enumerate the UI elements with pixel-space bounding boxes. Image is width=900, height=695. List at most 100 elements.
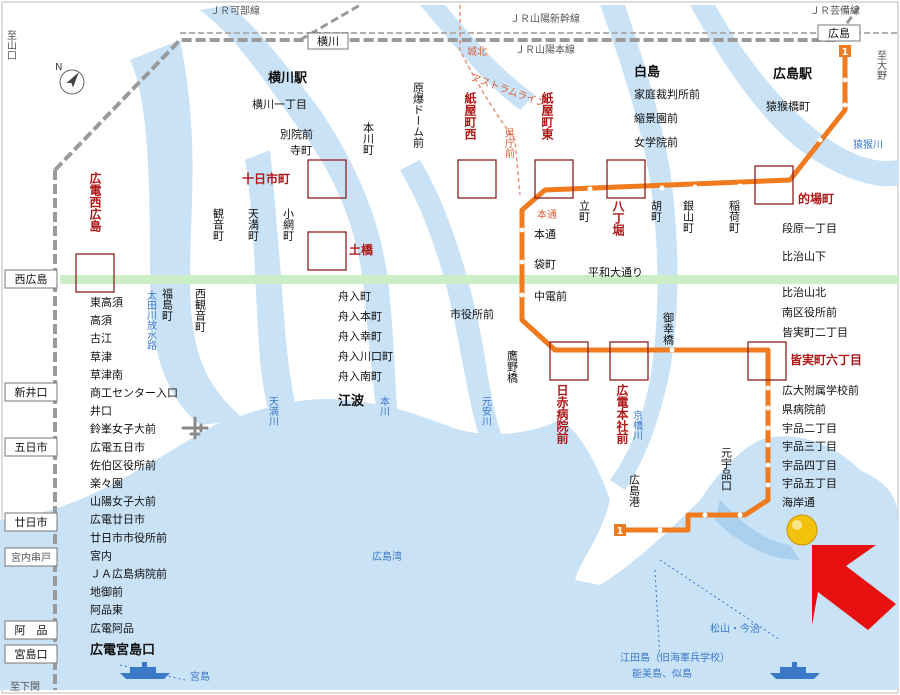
label-eba: 江波 <box>338 393 365 409</box>
terminal-badge-hiroshima <box>839 45 851 57</box>
box-shin-iguchi <box>4 382 58 402</box>
box-yokogawa <box>307 32 349 50</box>
label-tatemachi: 立町 <box>578 199 591 222</box>
tram-stop <box>737 183 743 189</box>
label-hacchobori: 八丁堀 <box>611 200 625 237</box>
label-hiroden-honsha: 広電本社前 <box>615 383 629 445</box>
left-stop-item: 廿日市市役所前 <box>90 530 167 544</box>
water-layer <box>0 5 898 690</box>
jr-yokogawa-label: 横川 <box>317 34 339 48</box>
label-takanobashi: 鷹野橋 <box>506 349 519 384</box>
left-stop-item: 楽々園 <box>90 477 123 490</box>
label-ujina-2: 宇品二丁目 <box>782 422 837 435</box>
left-stop-list: 東高須高須古江草津草津南商工センター入口井口鈴峯女子大前広電五日市佐伯区役所前楽… <box>90 295 178 635</box>
label-hondori: 本通 <box>534 227 556 241</box>
box-nisseki <box>549 341 589 381</box>
enko-river <box>690 5 898 187</box>
upper-river <box>420 5 535 110</box>
label-minamimachi-6: 皆実町六丁目 <box>790 352 862 367</box>
jr-miyajimaguchi-label: 宮島口 <box>15 647 48 661</box>
jr-station-boxes: 横川 広島 西広島 新井口 五日市 廿日市 宮内串戸 阿 品 宮島口 <box>4 24 861 664</box>
ferry-icon <box>120 662 170 679</box>
label-teramachi: 寺町 <box>290 144 312 157</box>
label-miyukibashi: 御幸橋 <box>662 311 675 346</box>
tram-stop <box>519 259 525 265</box>
jr-hiroshima-label: 広島 <box>828 26 850 40</box>
line-label-sanyo: ＪＲ山陽本線 <box>515 43 575 56</box>
left-stop-item: 高須 <box>90 313 112 327</box>
label-ota-hosuiro: 太田川放水路 <box>145 289 157 351</box>
left-stop-item: 草津 <box>90 350 112 363</box>
tram-stop <box>842 102 848 108</box>
label-motoujinaguchi: 元宇品口 <box>720 447 733 491</box>
tram-stop <box>519 227 525 233</box>
label-katei-saibansho: 家庭裁判所前 <box>634 87 700 101</box>
label-kamiyacho-nishi: 紙屋町西 <box>463 91 477 141</box>
box-minamimachi-6 <box>747 341 787 381</box>
terminal-badge-port <box>614 524 626 536</box>
tram-stop <box>702 512 708 518</box>
airplane-icon <box>181 416 209 440</box>
label-shukkeien: 縮景園前 <box>634 111 678 125</box>
ferry-icon <box>770 662 820 679</box>
label-miyajima: 宮島 <box>190 670 210 683</box>
left-stop-item: ＪＡ広島病院前 <box>90 567 167 581</box>
label-minamimachi-2: 皆実町二丁目 <box>782 325 848 339</box>
box-kamiyacho-higashi <box>534 159 574 199</box>
tram-stop <box>765 482 771 488</box>
label-hiroshima-port: 広島港 <box>628 474 641 507</box>
hiroshima-bay <box>0 399 898 690</box>
label-hiroshima-station: 広島駅 <box>773 66 813 82</box>
ferry-route-matsuyama <box>659 559 781 641</box>
jr-nishi-hiroshima-label: 西広島 <box>15 272 48 286</box>
label-ujina-4: 宇品四丁目 <box>782 459 837 472</box>
label-kyobashigawa: 京橋川 <box>631 409 643 440</box>
box-tokaichimachi <box>307 159 347 199</box>
ota-floodway <box>130 40 245 425</box>
jr-sanyo-line <box>53 38 840 172</box>
tram-stop <box>765 462 771 468</box>
label-betsuin-mae: 別院前 <box>280 127 313 141</box>
label-danbara: 段原一丁目 <box>782 221 837 235</box>
tram-stop <box>842 77 848 83</box>
label-honkawa: 本川 <box>378 395 390 416</box>
left-stop-item: 草津南 <box>90 368 123 381</box>
left-stop-item: 商工センター入口 <box>90 386 178 400</box>
box-hiroshima <box>817 24 861 42</box>
label-jogakuin: 女学院前 <box>634 135 678 149</box>
label-funairi-minamimachi: 舟入南町 <box>338 369 382 383</box>
terminal-badge-number-port: 1 <box>617 526 624 537</box>
compass-icon: N <box>55 62 85 95</box>
tram-stop <box>737 512 743 518</box>
box-itsukaichi <box>4 437 58 457</box>
box-dobashi <box>307 231 347 271</box>
label-heiwa-odori: 平和大通り <box>588 265 643 279</box>
label-hijiyama-kita: 比治山北 <box>782 285 826 299</box>
label-yokogawa-station: 横川駅 <box>268 70 308 86</box>
label-kenbyoin: 県病院前 <box>782 402 826 416</box>
tram-main-route <box>519 55 848 533</box>
left-stop-item: 佐伯区役所前 <box>90 458 156 472</box>
left-stop-item: 広電五日市 <box>90 440 145 454</box>
left-terminal: 広電宮島口 <box>90 642 155 658</box>
left-stop-item: 鈴峯女子大前 <box>90 422 156 436</box>
peace-boulevard <box>60 275 898 284</box>
tram-stop <box>587 186 593 192</box>
label-ebisucho: 胡町 <box>650 199 663 222</box>
line-label-shinkansen: ＪＲ山陽新幹線 <box>510 12 580 25</box>
label-fukushimacho: 福島町 <box>161 287 174 321</box>
tenma-river <box>245 150 310 450</box>
box-miyajimaguchi <box>4 644 58 664</box>
box-hiroden-honsha <box>609 341 649 381</box>
label-honkawacho: 本川町 <box>362 121 375 155</box>
box-hiroden-nishi-hiroshima <box>75 253 115 293</box>
label-funairi-kawaguchicho: 舟入川口町 <box>338 349 393 363</box>
label-kannonmachi: 観音町 <box>212 207 225 241</box>
ferry-route-etajima <box>654 569 661 661</box>
motoyasu-river <box>400 160 505 450</box>
stop-hiroden-nishi-hiroshima: 広電西広島 <box>88 171 102 233</box>
svg-text:N: N <box>55 62 62 73</box>
jr-miyauchi-label: 宮内串戸 <box>11 551 51 564</box>
label-shiyakusho: 市役所前 <box>450 307 494 321</box>
